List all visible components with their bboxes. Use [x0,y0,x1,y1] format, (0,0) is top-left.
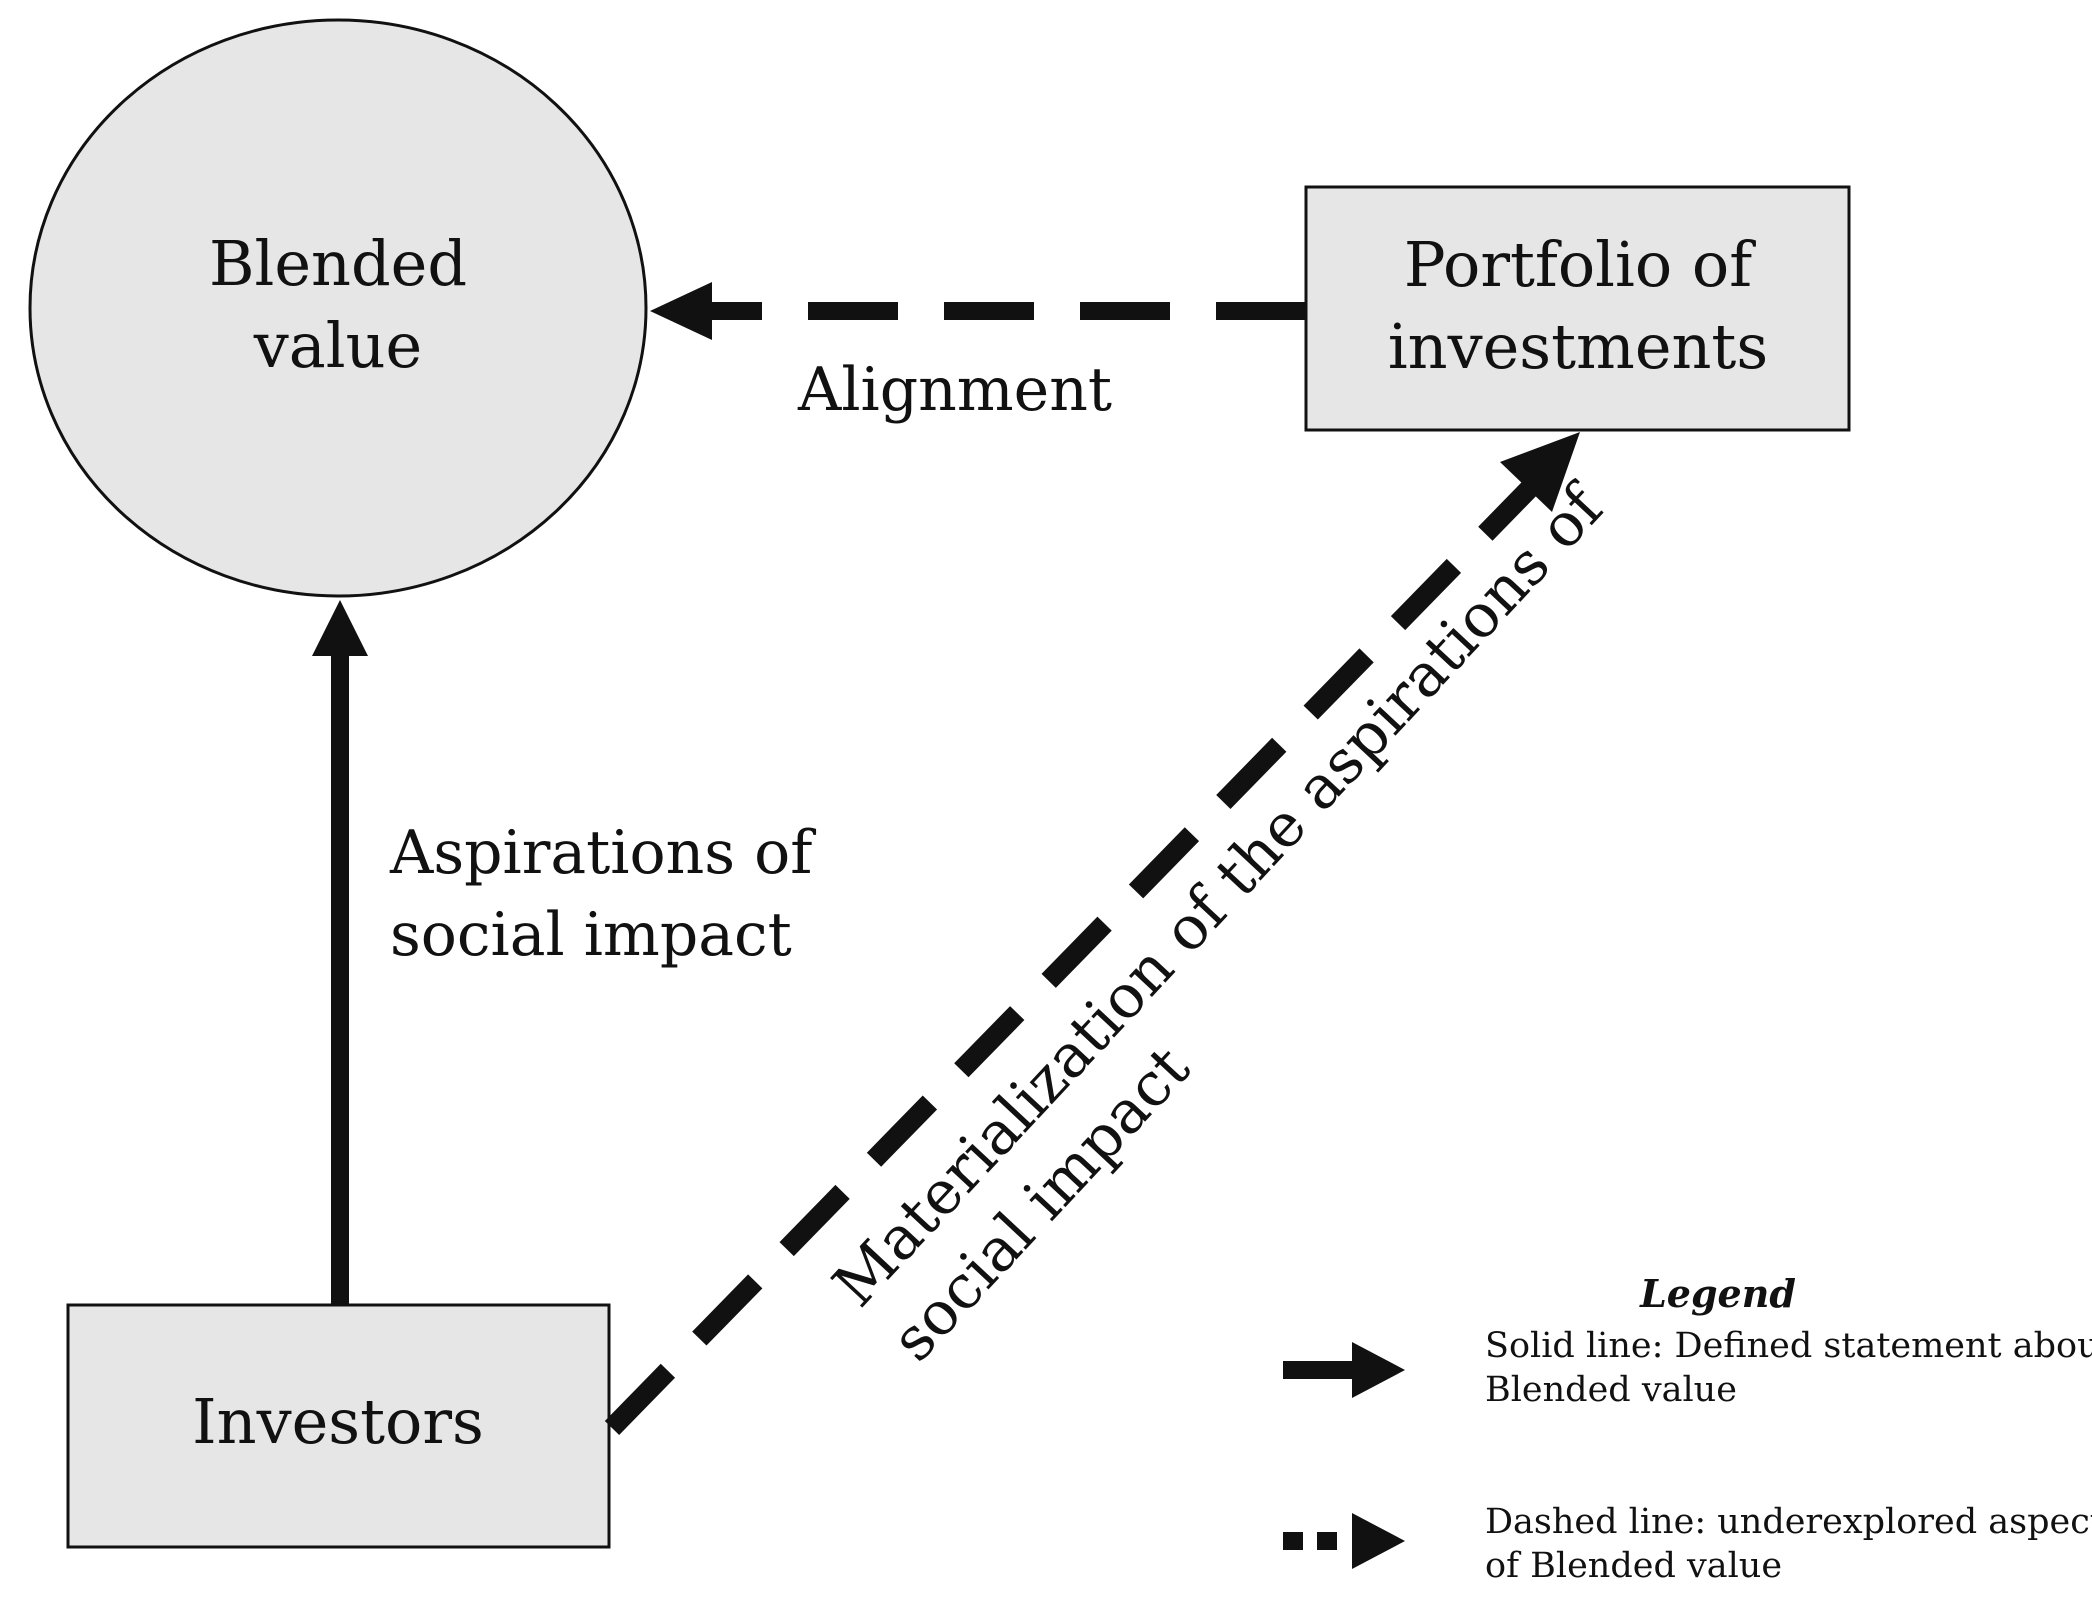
blended-value-circle [28,18,648,598]
blended-value-label-line-1: Blended [209,227,467,300]
node-blended-value: Blended value [28,18,648,598]
portfolio-label-line-2: investments [1388,310,1768,383]
legend-dashed-text-line-2: of Blended value [1485,1546,1782,1586]
legend-title: Legend [1639,1271,1796,1316]
node-portfolio: Portfolio of investments [1304,185,1851,432]
node-investors: Investors [66,1303,611,1549]
blended-value-label-line-2: value [253,309,422,382]
aspirations-label-line-1: Aspirations of [389,818,816,888]
alignment-arrowhead [650,282,712,340]
legend-solid-arrowhead [1352,1342,1405,1398]
materialization-arrowhead [1500,432,1580,512]
aspirations-arrowhead [312,600,368,656]
edge-alignment: Alignment [650,282,1306,425]
edge-aspirations: Aspirations of social impact [312,600,816,1305]
legend-solid-text-line-2: Blended value [1485,1370,1737,1410]
legend-dashed-arrowhead [1352,1513,1405,1569]
portfolio-box [1304,185,1851,432]
legend-solid-text-line-1: Solid line: Defined statement about [1485,1326,2092,1366]
portfolio-label-line-1: Portfolio of [1404,228,1756,301]
aspirations-label-line-2: social impact [390,900,792,970]
investors-label: Investors [192,1385,484,1458]
materialization-dashed-line [604,481,1538,1435]
legend-dashed-text-line-1: Dashed line: underexplored aspects [1485,1502,2092,1542]
legend: Legend Solid line: Defined statement abo… [1283,1271,2092,1586]
investors-box [66,1303,611,1549]
alignment-label: Alignment [797,355,1112,425]
